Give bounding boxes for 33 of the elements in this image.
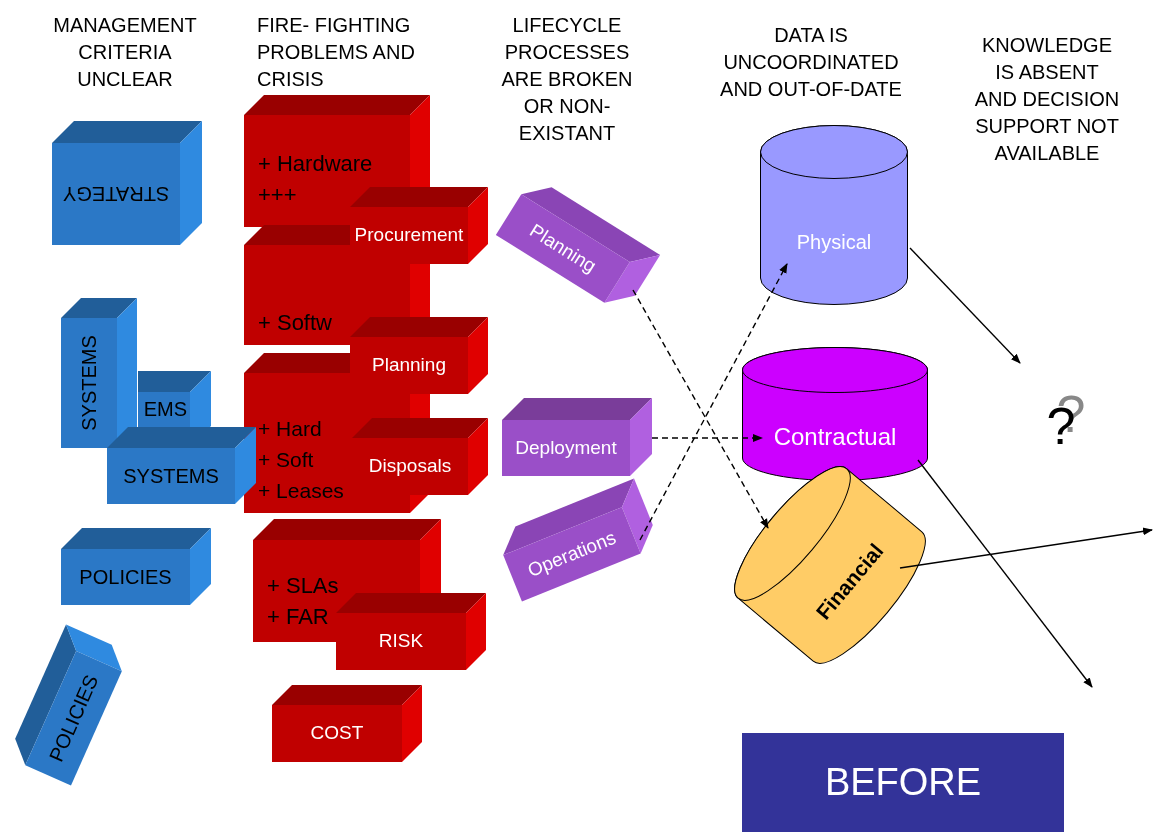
arrow [639,263,788,541]
block-label: + FAR [267,603,329,631]
block-label: COST [310,722,364,745]
block-label: SYSTEMS [123,464,219,488]
block-label: RISK [378,630,424,653]
arrow [899,527,1153,569]
block-label: Physical [796,230,872,254]
block-label: Planning [372,354,446,377]
arrow [917,459,1093,688]
arrow [909,247,1021,364]
column-heading: KNOWLEDGE IS ABSENT AND DECISION SUPPORT NOT AVAILABLE [973,33,1121,166]
column-heading: FIRE- FIGHTING PROBLEMS AND CRISIS [257,13,416,92]
block-label: Disposals [368,455,452,478]
block-label: POLICIES [79,565,172,589]
block-label: + Hard [258,416,322,442]
column-heading: DATA IS UNCOORDINATED AND OUT-OF-DATE [719,23,903,102]
block-label: EMS [143,396,187,421]
arrow [632,289,769,529]
block-label: Contractual [773,422,897,452]
block-label: STRATEGY [62,182,170,206]
arrow [651,434,763,442]
block-label: Procurement [354,224,464,247]
block-label: + SLAs [267,572,339,600]
block-label: + Softw [258,309,332,337]
block-label: +++ [258,181,297,209]
column-heading: LIFECYCLE PROCESSES ARE BROKEN OR NON-EXISTANT [500,13,634,146]
block-label: + Hardware [258,150,373,178]
block-label: BEFORE [824,759,982,805]
column-heading: MANAGEMENT CRITERIA UNCLEAR [52,13,198,92]
block-label: + Soft [258,447,314,473]
block-label: + Leases [258,478,344,504]
block-label: SYSTEMS [77,335,101,431]
block-label: Deployment [515,436,617,460]
